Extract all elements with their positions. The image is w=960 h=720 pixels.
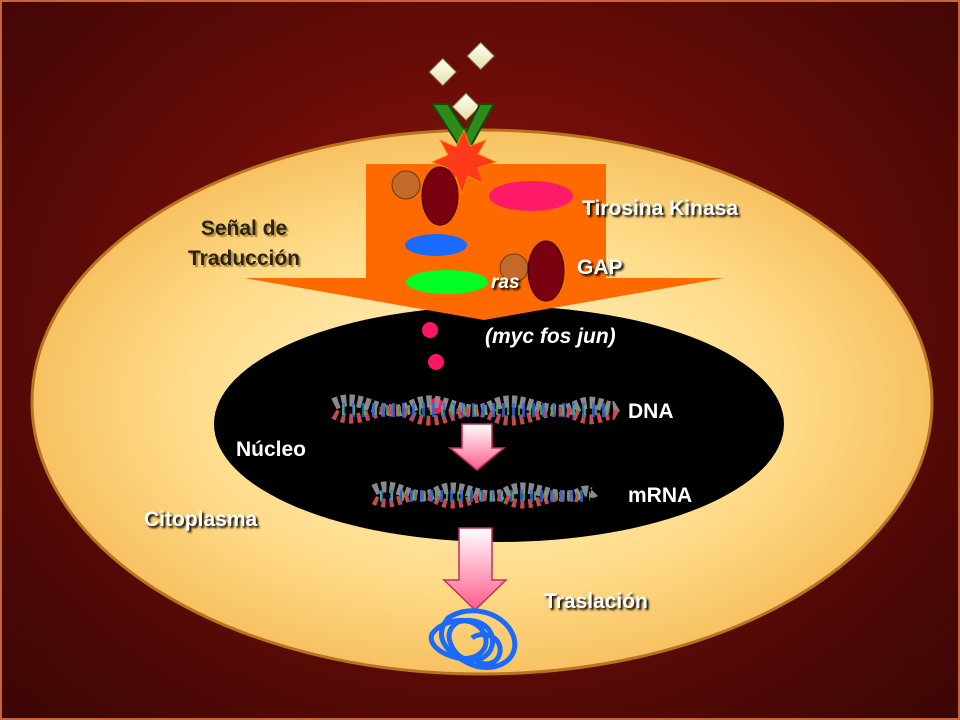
blue-molecule	[405, 234, 467, 256]
signal-transduction-label: Señal de Traducción	[187, 217, 301, 270]
brown-molecule	[391, 170, 421, 200]
translation-arrow	[442, 527, 508, 612]
ligand-diamond	[451, 92, 481, 121]
transcription-factor-dot	[428, 354, 444, 370]
ligand-molecules	[428, 41, 495, 121]
ligand-diamond	[428, 57, 457, 87]
dark-red-molecule	[421, 166, 459, 226]
gap-molecule	[527, 240, 565, 302]
mrna-strand-icon	[371, 481, 598, 509]
gap-label: GAP	[577, 256, 623, 279]
ras-molecule	[406, 270, 488, 294]
ras-label: ras	[491, 272, 520, 293]
dna-strand-icon	[331, 394, 621, 426]
protein-tangle-icon	[428, 608, 518, 671]
tyrosine-kinase-molecule	[489, 181, 573, 211]
mrna-label: mRNA	[628, 484, 693, 507]
transcription-arrow	[447, 423, 507, 471]
ligand-diamond	[466, 41, 495, 71]
dna-label: DNA	[628, 400, 674, 423]
transcription-factor-dot	[422, 322, 438, 338]
nucleus-label: Núcleo	[236, 438, 307, 461]
nucleus	[214, 306, 784, 542]
translation-label: Traslación	[544, 590, 648, 613]
cytoplasm-label: Citoplasma	[144, 508, 258, 531]
signal-cascade-arrow	[244, 164, 724, 320]
myc-fos-jun-label: (myc fos jun)	[485, 325, 616, 348]
tyrosine-kinase-label: Tirosina Kinasa	[582, 197, 739, 220]
